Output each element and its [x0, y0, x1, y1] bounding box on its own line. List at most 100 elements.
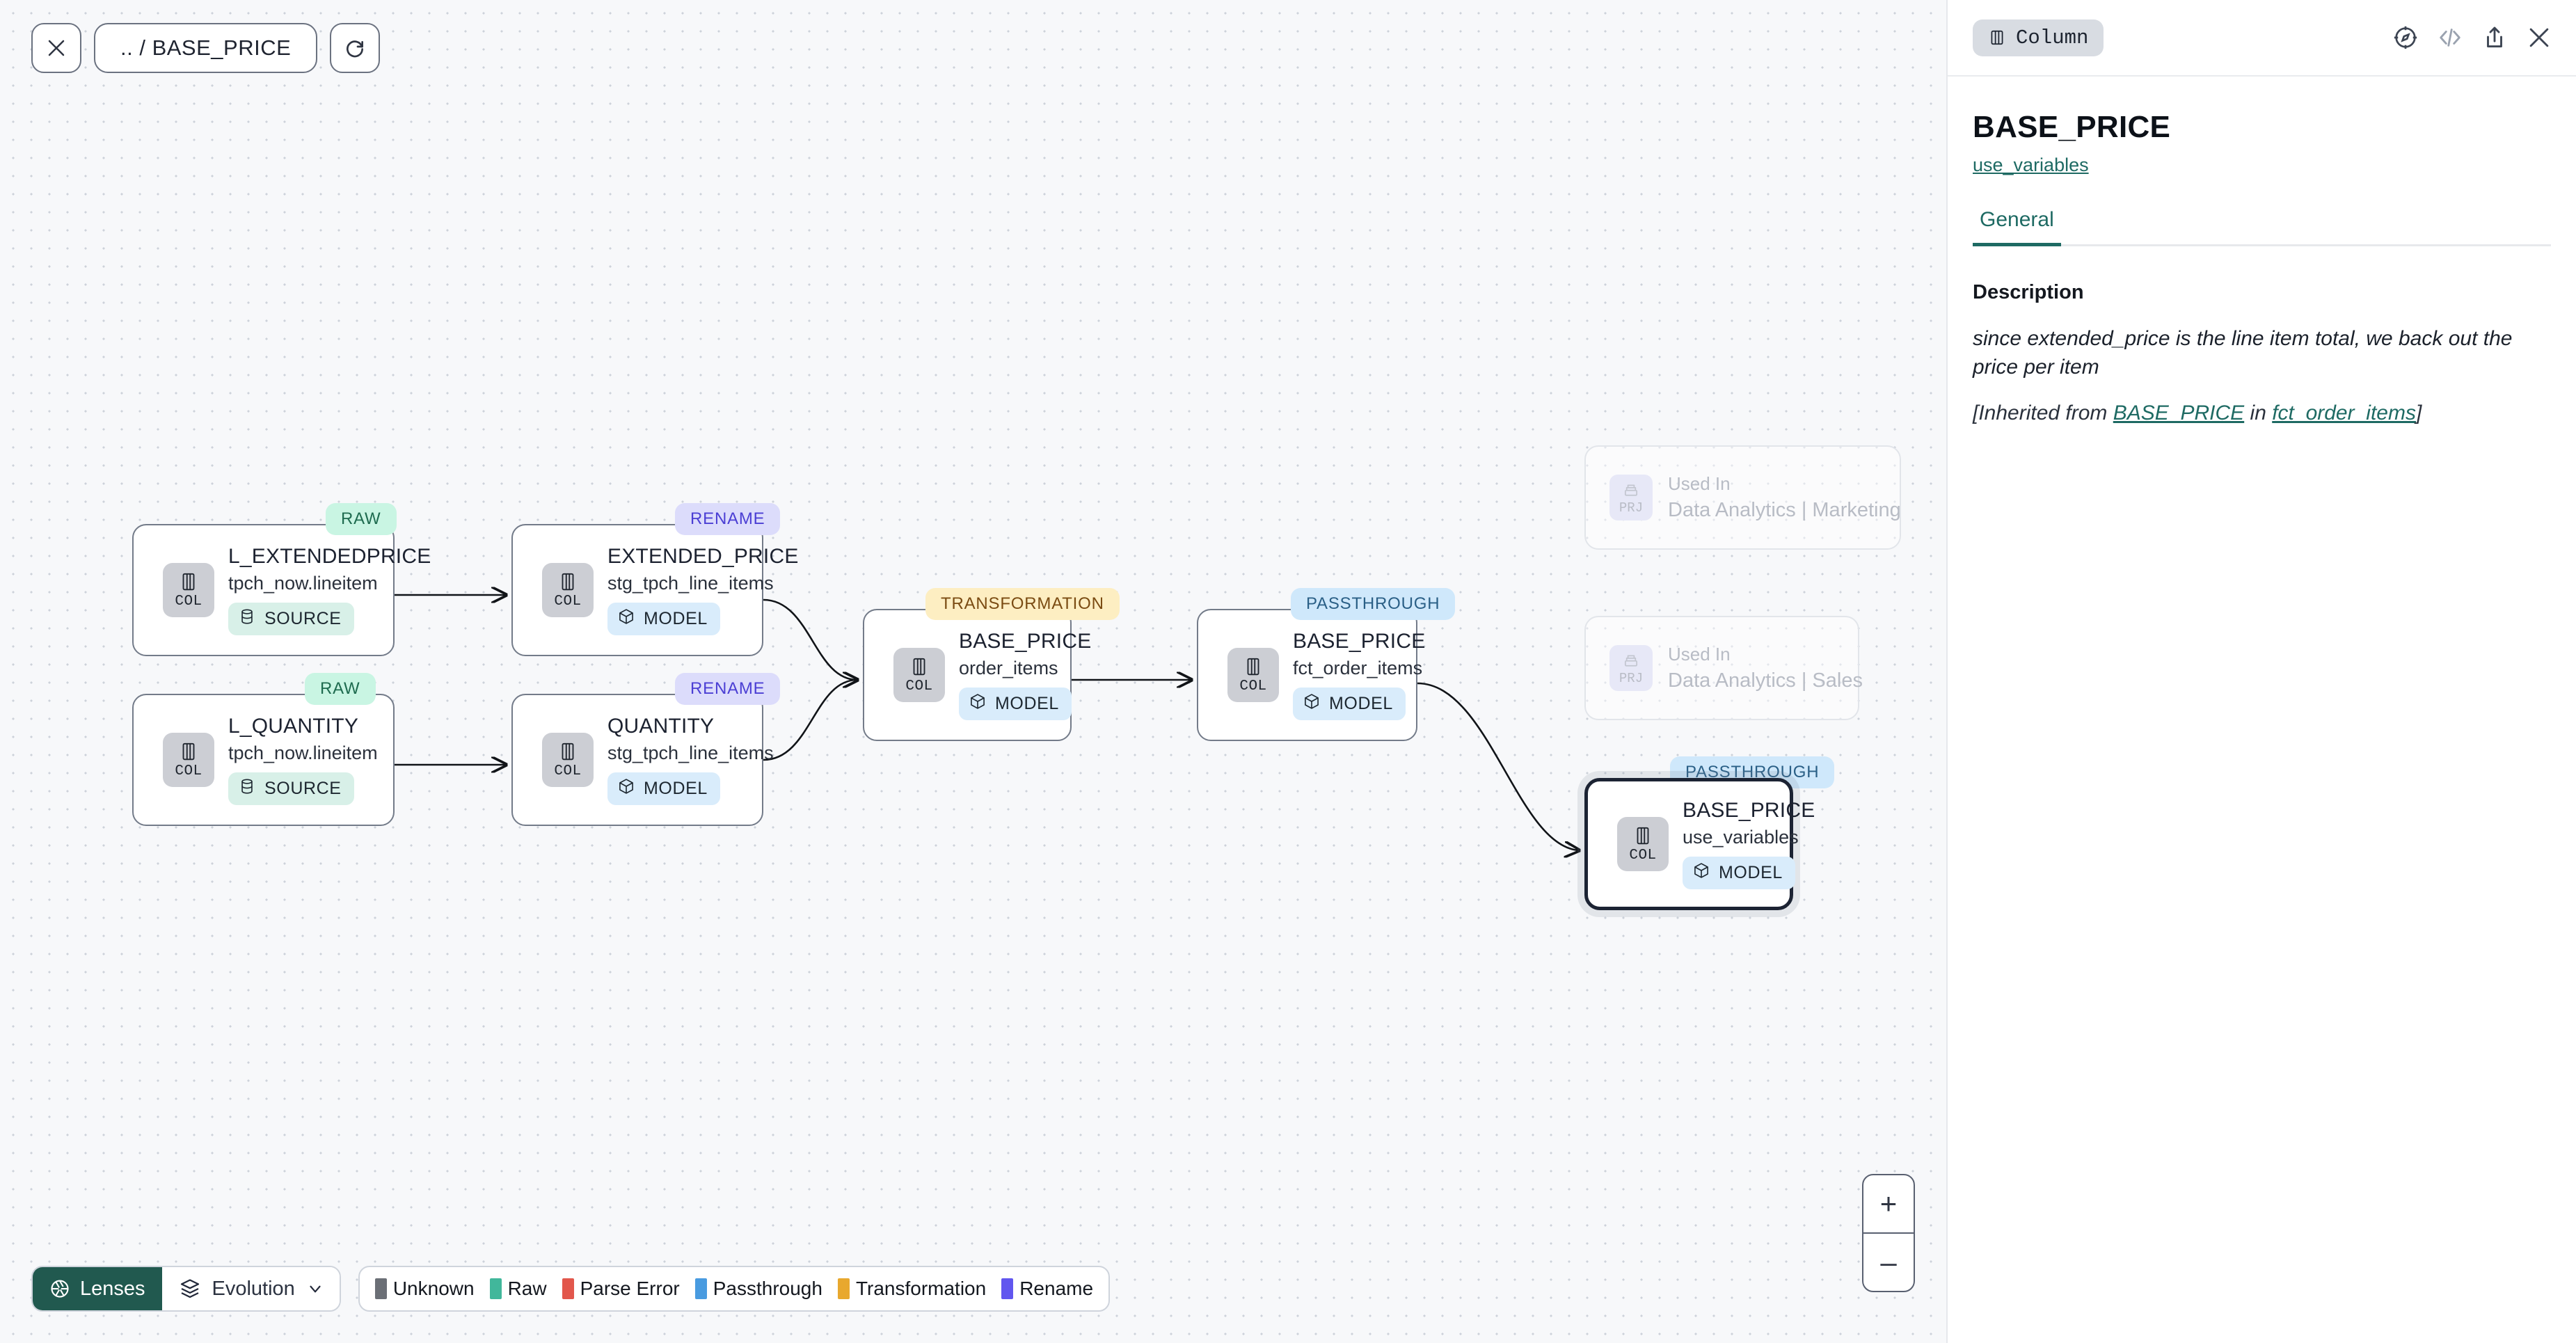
node-subtitle: stg_tpch_line_items	[607, 573, 774, 594]
compass-icon[interactable]	[2392, 24, 2419, 51]
page-title: BASE_PRICE	[1973, 110, 2171, 144]
node-tag: MODEL	[607, 603, 720, 635]
node-subtitle: use_variables	[1683, 827, 1799, 848]
legend-swatch	[489, 1278, 502, 1299]
legend-item-unknown[interactable]: Unknown	[374, 1278, 475, 1300]
node-subtitle: stg_tpch_line_items	[607, 742, 774, 763]
legend-label: Rename	[1019, 1278, 1094, 1299]
node-badge-l_quantity: RAW	[305, 673, 376, 705]
ghost-used-in-label: Used In	[1668, 644, 1731, 665]
legend-item-passthrough[interactable]: Passthrough	[694, 1278, 822, 1300]
close-panel-icon[interactable]	[2526, 24, 2552, 51]
inherited-note: [Inherited from BASE_PRICE in fct_order_…	[1973, 399, 2551, 428]
description-text: since extended_price is the line item to…	[1973, 327, 2513, 379]
node-tag-icon	[617, 607, 635, 630]
inherited-column-link[interactable]: BASE_PRICE	[2113, 402, 2245, 424]
column-icon: COL	[1617, 817, 1669, 871]
node-tag: SOURCE	[228, 603, 354, 635]
node-icon-kind: COL	[905, 678, 933, 694]
inherited-mid: in	[2244, 402, 2273, 424]
node-title: QUANTITY	[607, 715, 715, 738]
ghost-project-name: Data Analytics | Marketing	[1668, 499, 1901, 521]
legend-swatch	[694, 1278, 707, 1299]
lenses-label: Lenses	[80, 1277, 145, 1300]
legend-item-raw[interactable]: Raw	[489, 1278, 547, 1300]
code-icon[interactable]	[2437, 24, 2463, 51]
panel-action-icons	[2392, 24, 2552, 51]
close-graph-button[interactable]	[31, 23, 81, 73]
node-tag-icon	[617, 777, 635, 800]
project-icon: PRJ	[1609, 645, 1653, 691]
inherited-model-link[interactable]: fct_order_items	[2272, 402, 2416, 424]
column-icon	[1991, 30, 2003, 45]
aperture-icon	[51, 1280, 69, 1298]
node-tag-label: MODEL	[995, 694, 1059, 713]
breadcrumb[interactable]: .. / BASE_PRICE	[94, 23, 318, 73]
share-icon[interactable]	[2481, 24, 2508, 51]
node-tag: MODEL	[1293, 688, 1406, 720]
column-icon: COL	[542, 563, 594, 617]
column-glyph	[1632, 825, 1653, 846]
evolution-button[interactable]: Evolution	[161, 1267, 340, 1310]
node-tag-label: MODEL	[1329, 694, 1393, 713]
node-tag-icon	[1692, 861, 1710, 884]
node-tag-icon	[238, 777, 256, 800]
node-tag-label: MODEL	[644, 609, 708, 628]
evolution-label: Evolution	[212, 1277, 295, 1300]
node-icon-kind: COL	[554, 593, 582, 610]
canvas-bottom-bar: Lenses Evolution Unknown Raw Parse Error Pa…	[31, 1266, 1111, 1312]
zoom-out-button[interactable]: –	[1880, 1246, 1897, 1279]
zoom-in-button[interactable]: +	[1879, 1186, 1898, 1220]
ghost-icon-kind: PRJ	[1619, 500, 1644, 516]
column-icon: COL	[163, 563, 214, 617]
entity-type-chip[interactable]: Column	[1973, 19, 2104, 56]
refresh-button[interactable]	[330, 23, 381, 73]
legend-item-parse-error[interactable]: Parse Error	[562, 1278, 680, 1300]
node-title: BASE_PRICE	[1293, 630, 1426, 653]
lenses-button[interactable]: Lenses	[33, 1267, 162, 1310]
close-icon	[48, 40, 65, 56]
node-tag-label: SOURCE	[264, 609, 342, 628]
canvas-toolbar: .. / BASE_PRICE	[31, 23, 381, 73]
node-badge-order_items: TRANSFORMATION	[925, 588, 1120, 620]
node-badge-l_extendedprice: RAW	[326, 503, 397, 535]
column-glyph	[178, 741, 199, 762]
node-tag: MODEL	[1683, 857, 1795, 889]
node-title: BASE_PRICE	[959, 630, 1092, 653]
parent-model-link[interactable]: use_variables	[1973, 154, 2089, 175]
inherited-suffix: ]	[2415, 402, 2422, 424]
tab-general[interactable]: General	[1973, 208, 2061, 246]
legend-item-transformation[interactable]: Transformation	[837, 1278, 986, 1300]
inherited-prefix: [Inherited from	[1973, 402, 2113, 424]
node-badge-quantity: RENAME	[675, 673, 781, 705]
node-title: L_EXTENDEDPRICE	[228, 545, 431, 568]
lineage-legend: Unknown Raw Parse Error Passthrough Transfor…	[358, 1266, 1111, 1312]
node-tag-icon	[969, 692, 987, 715]
node-tag-label: MODEL	[644, 779, 708, 798]
legend-label: Unknown	[392, 1278, 475, 1299]
node-tag: MODEL	[607, 772, 720, 805]
legend-item-rename[interactable]: Rename	[1001, 1278, 1093, 1300]
node-tag-label: MODEL	[1719, 863, 1783, 882]
legend-label: Passthrough	[713, 1278, 822, 1299]
column-icon: COL	[1227, 648, 1279, 702]
column-glyph	[557, 741, 578, 762]
